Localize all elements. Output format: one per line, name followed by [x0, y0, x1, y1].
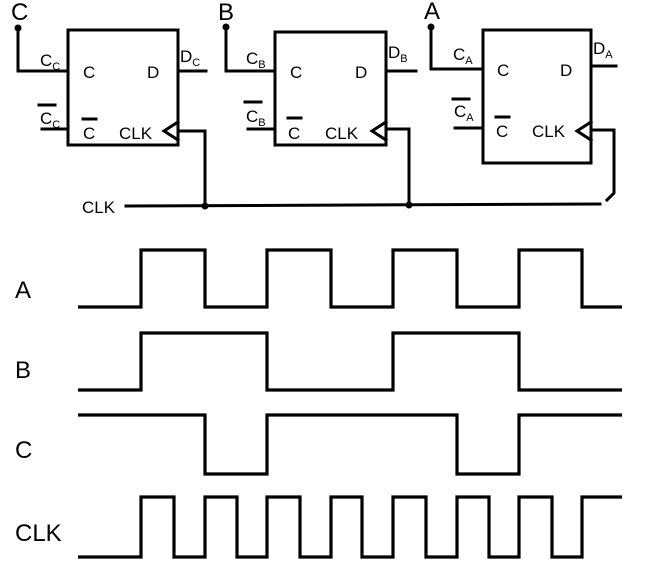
pin-cbar-label-b: C — [288, 124, 300, 143]
flipflop-b: B CB CB C C D CLK DB — [218, 0, 418, 208]
flipflop-b-body — [273, 30, 388, 147]
flipflop-a: A CA CA C C D CLK DA — [424, 0, 618, 203]
ext-d-label-a: DA — [593, 39, 613, 61]
pin-c-label-b: C — [290, 63, 302, 82]
timing-diagram: A B C CLK — [15, 248, 622, 559]
clk-triangle-c — [161, 119, 181, 143]
signal-label-clk: CLK — [15, 520, 62, 547]
waveform-a — [78, 248, 622, 309]
pin-d-label: D — [147, 63, 159, 82]
output-label-c: C — [11, 0, 28, 26]
pin-d-label-a: D — [560, 61, 572, 80]
clk-triangle-b — [369, 119, 389, 143]
pin-c-label: C — [83, 63, 95, 82]
clock-input-label: CLK — [82, 198, 116, 217]
waveform-clk — [78, 495, 622, 559]
output-label-a: A — [424, 0, 440, 25]
clk-triangle-a — [574, 119, 594, 143]
ext-cbar-label-a: CA — [454, 102, 474, 124]
clock-junction-2 — [405, 201, 413, 209]
signal-label-c: C — [15, 437, 32, 464]
ext-d-label-b: DB — [388, 43, 408, 65]
ext-c-label: CC — [40, 51, 60, 73]
ext-cbar-label-b: CB — [246, 107, 266, 129]
pin-clk-label-b: CLK — [325, 124, 359, 143]
signal-label-a: A — [15, 277, 31, 304]
pin-d-label-b: D — [355, 63, 367, 82]
waveform-c — [78, 413, 622, 476]
ext-c-label-a: CA — [453, 45, 473, 67]
clk-wire-a — [589, 128, 616, 203]
pin-cbar-label: C — [83, 124, 95, 143]
pin-cbar-label-a: C — [496, 122, 508, 141]
clock-bus: CLK — [82, 198, 602, 217]
ext-c-label-b: CB — [246, 49, 266, 71]
clock-bus-wire — [124, 202, 602, 208]
ext-d-label-c: DC — [180, 47, 200, 69]
pin-clk-label-a: CLK — [532, 122, 566, 141]
clk-wire-b — [384, 127, 411, 208]
pin-c-label-a: C — [497, 61, 509, 80]
waveform-b — [78, 331, 622, 392]
flipflop-c-body — [66, 28, 180, 147]
output-label-b: B — [218, 0, 234, 26]
pin-clk-label: CLK — [119, 124, 153, 143]
flipflop-c: C CC CC C C D CLK DC — [11, 0, 208, 208]
flipflop-a-body — [481, 28, 593, 165]
signal-label-b: B — [15, 357, 31, 384]
clk-wire-c — [176, 129, 207, 208]
ext-cbar-label-c: CC — [40, 109, 60, 131]
clock-junction-1 — [201, 202, 209, 210]
